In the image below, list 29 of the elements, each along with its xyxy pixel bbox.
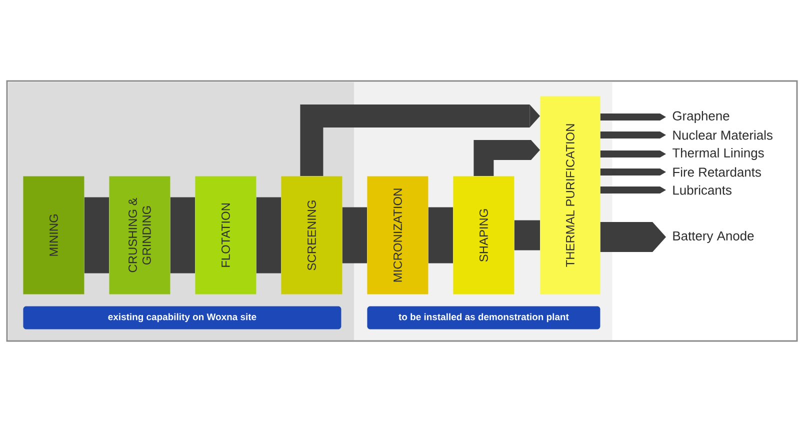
arrow bbox=[474, 140, 540, 176]
process-box: THERMAL PURIFICATION bbox=[540, 96, 600, 294]
arrow bbox=[600, 132, 666, 138]
connector-bar bbox=[170, 197, 195, 274]
output-label: Fire Retardants bbox=[673, 167, 761, 177]
process-box: CRUSHING & GRINDING bbox=[109, 176, 170, 294]
arrow bbox=[300, 104, 540, 176]
connector-bar bbox=[256, 197, 281, 274]
output-label: Nuclear Materials bbox=[673, 130, 772, 140]
output-label: Thermal Linings bbox=[672, 148, 764, 160]
connector-bar bbox=[428, 207, 453, 264]
process-box: SHAPING bbox=[453, 176, 514, 294]
arrow bbox=[600, 222, 666, 252]
connector-bar bbox=[342, 207, 367, 264]
arrow bbox=[600, 168, 666, 176]
process-box: MICRONIZATION bbox=[367, 176, 428, 294]
arrow bbox=[600, 186, 666, 194]
process-box: SCREENING bbox=[281, 176, 342, 294]
process-box: MINING bbox=[23, 176, 84, 294]
output-label: Graphene bbox=[672, 110, 730, 124]
connector-bar bbox=[514, 220, 540, 250]
connector-bar bbox=[84, 197, 109, 274]
arrow bbox=[600, 114, 666, 120]
section-banner: existing capability on Woxna site bbox=[23, 306, 342, 330]
output-label: Lubricants bbox=[673, 185, 732, 195]
section-banner: to be installed as demonstration plant bbox=[367, 306, 600, 330]
arrow bbox=[600, 150, 666, 158]
output-label: Battery Anode bbox=[673, 230, 754, 244]
process-box: FLOTATION bbox=[195, 176, 256, 294]
